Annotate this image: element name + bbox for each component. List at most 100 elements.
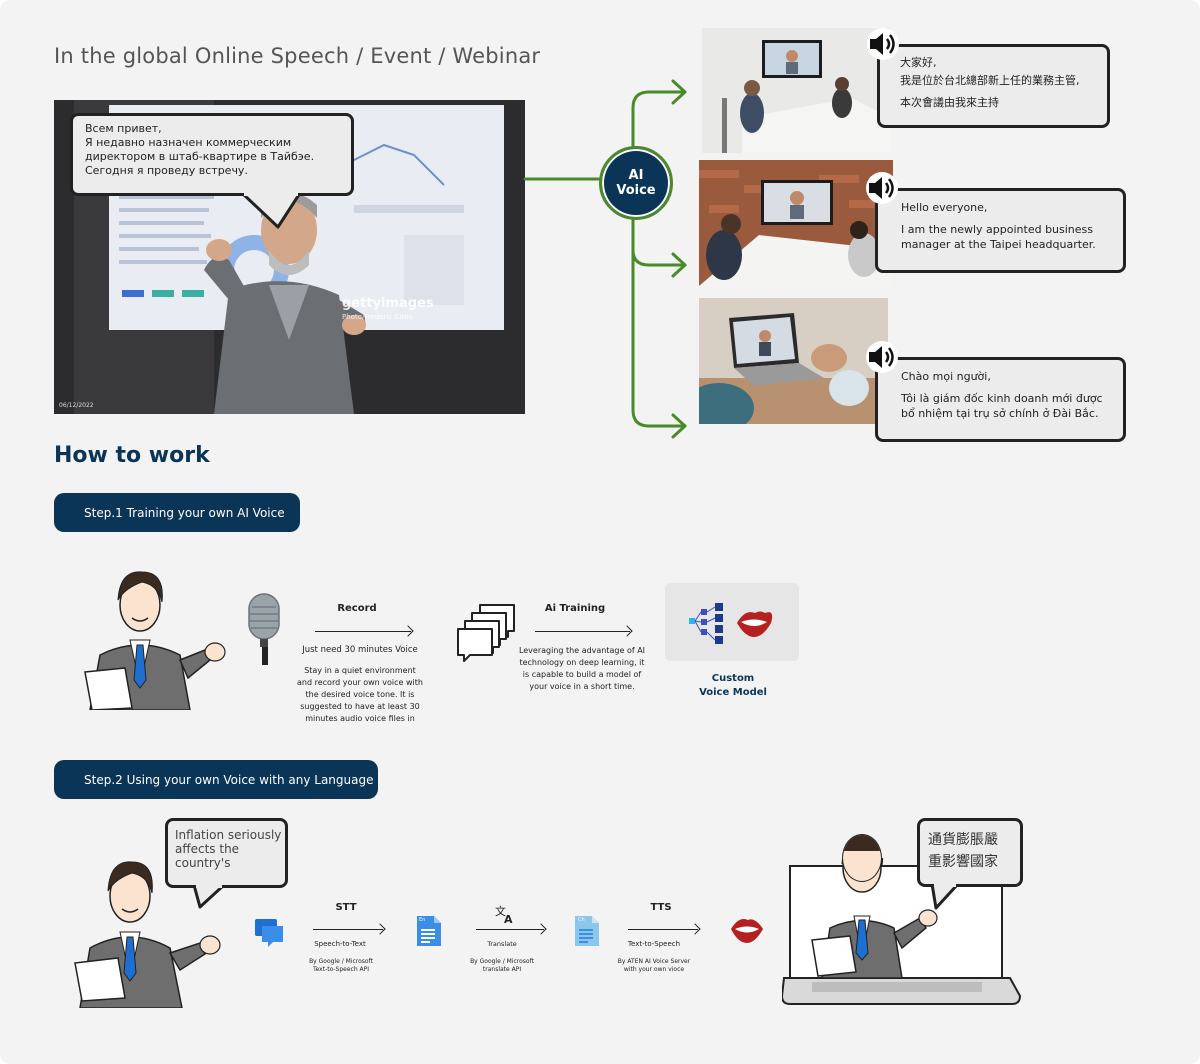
vietnamese-speech-bubble: Chào mọi người, Tôi là giám đốc kinh doa… (875, 357, 1126, 442)
step1-label: Step.1 Training your own AI Voice (84, 505, 285, 520)
svg-text:A: A (504, 913, 513, 924)
tts-subtitle: Text-to-Speech (627, 940, 681, 948)
translate-subtitle: Translate (487, 940, 517, 948)
bubble-line: Tôi là giám đốc kinh doanh mới được (901, 392, 1103, 405)
svg-text:文: 文 (495, 904, 506, 918)
provider-line: By Google / Microsoft (309, 958, 373, 965)
tts-title: TTS (650, 902, 672, 913)
laptop-presenter-head (842, 834, 882, 882)
bubble-line: Hello everyone, (901, 201, 988, 214)
microphone-icon (248, 593, 280, 665)
bubble-line: 通貨膨脹嚴 (928, 832, 998, 848)
desc-line: technology on deep learning, it (519, 658, 645, 667)
desc-line: Stay in a quiet environment (304, 666, 416, 675)
record-arrow (315, 631, 411, 632)
record-title: Record (337, 603, 377, 614)
bubble-line: manager at the Taipei headquarter. (901, 238, 1096, 251)
translate-icon: 文 A (495, 904, 513, 924)
desc-line: minutes audio voice files in (305, 714, 415, 723)
speech-to-text-icon (255, 919, 283, 947)
english-input-bubble: Inflation seriously affects the country'… (165, 818, 288, 888)
businessman-illustration (84, 571, 226, 710)
hair (843, 835, 881, 851)
step2-label: Step.2 Using your own Voice with any Lan… (84, 772, 374, 787)
speaker-icon (866, 341, 898, 373)
chinese-speech-bubble: 大家好, 我是位於台北總部新上任的業務主管, 本次會議由我來主持 (877, 44, 1110, 128)
provider-line: By Google / Microsoft (470, 958, 534, 965)
english-doc-label: En (419, 917, 426, 923)
desc-line: suggested to have at least 30 (300, 702, 420, 711)
distribution-arrows (523, 79, 687, 439)
chinese-document-icon (575, 916, 599, 946)
custom-voice-model-label: Custom Voice Model (680, 672, 786, 700)
bubble-line: bổ nhiệm tại trụ sở chính ở Đài Bắc. (901, 407, 1099, 420)
bubble-line: Chào mọi người, (901, 370, 991, 383)
stt-title: STT (335, 902, 357, 913)
ai-training-title: Ai Training (544, 603, 606, 614)
stt-subtitle: Speech-to-Text (314, 940, 366, 948)
desc-line: is capable to build a model of (522, 670, 642, 679)
record-description: Stay in a quiet environment and record y… (290, 665, 430, 725)
chinese-output-bubble: 通貨膨脹嚴 重影響國家 (917, 818, 1023, 887)
page-title: In the global Online Speech / Event / We… (54, 44, 541, 68)
chinese-doc-label: Ch (578, 917, 585, 923)
tts-provider: By ATEN AI Voice Server with your own vi… (604, 958, 704, 974)
label-line: Voice Model (699, 687, 767, 698)
laptop-photo (699, 298, 888, 424)
translate-provider: By Google / Microsoft translate API (457, 958, 547, 974)
russian-bubble-tail (240, 193, 302, 229)
label-line: Custom (711, 673, 755, 684)
bubble-line: country's (175, 856, 231, 870)
record-subtitle: Just need 30 minutes Voice (302, 645, 418, 655)
desc-line: the desired voice tone. It is (305, 690, 415, 699)
ai-voice-line2: Voice (616, 183, 656, 198)
provider-line: translate API (482, 966, 522, 973)
provider-line: By ATEN AI Voice Server (617, 958, 691, 965)
desc-line: and record your own voice with (297, 678, 423, 687)
provider-line: Text-to-Speech API (312, 966, 370, 973)
bubble-line: Сегодня я проведу встречу. (85, 164, 248, 177)
step1-pill: Step.1 Training your own AI Voice (54, 493, 300, 532)
businessman-illustration (74, 861, 221, 1008)
photo-date-stamp: 06/12/2022 (59, 402, 94, 409)
bubble-line: I am the newly appointed business (901, 223, 1094, 236)
photo-credit: Photo/Frederic Cirou (342, 313, 413, 321)
provider-line: with your own vioce (623, 966, 685, 973)
output-bubble-tail (930, 884, 960, 910)
stt-provider: By Google / Microsoft Text-to-Speech API (296, 958, 386, 974)
step2-pill: Step.2 Using your own Voice with any Lan… (54, 760, 378, 799)
input-bubble-tail (192, 885, 226, 909)
bubble-line: Я недавно назначен коммерческим (85, 136, 292, 149)
chat-bubbles-icon (457, 604, 515, 662)
bubble-line: Inflation seriously (175, 828, 282, 842)
tts-arrow (628, 929, 698, 930)
conference-photo-2 (699, 160, 893, 286)
desc-line: Leveraging the advantage of AI (518, 646, 646, 655)
english-document-icon (417, 916, 441, 946)
bubble-line: affects the (175, 842, 240, 856)
training-arrow (535, 631, 630, 632)
desc-line: your voice in a short time. (529, 682, 635, 691)
speaker-icon (867, 28, 899, 60)
bubble-line: 我是位於台北總部新上任的業務主管, (900, 74, 1080, 87)
conference-photo-1 (702, 28, 890, 153)
ai-voice-line1: AI (628, 168, 644, 183)
neural-model-icon (689, 603, 773, 644)
bubble-line: 重影響國家 (928, 854, 998, 870)
bubble-line: 本次會議由我來主持 (900, 96, 999, 109)
voice-model-card (665, 583, 799, 661)
speaker-icon (866, 172, 898, 204)
bubble-line: директором в штаб-квартире в Тайбэе. (85, 150, 315, 163)
russian-speech-bubble: Всем привет, Я недавно назначен коммерче… (70, 113, 354, 196)
bubble-line: Всем привет, (85, 122, 162, 135)
bubble-line: 大家好, (900, 56, 937, 69)
translate-arrow (476, 929, 544, 930)
english-speech-bubble: Hello everyone, I am the newly appointed… (875, 188, 1126, 273)
ai-voice-hub: AI Voice (599, 146, 673, 220)
ai-training-description: Leveraging the advantage of AI technolog… (512, 645, 652, 693)
stt-arrow (313, 929, 383, 930)
getty-watermark: gettyimages (342, 296, 434, 311)
lips-icon (731, 919, 763, 943)
how-to-work-heading: How to work (54, 443, 210, 468)
